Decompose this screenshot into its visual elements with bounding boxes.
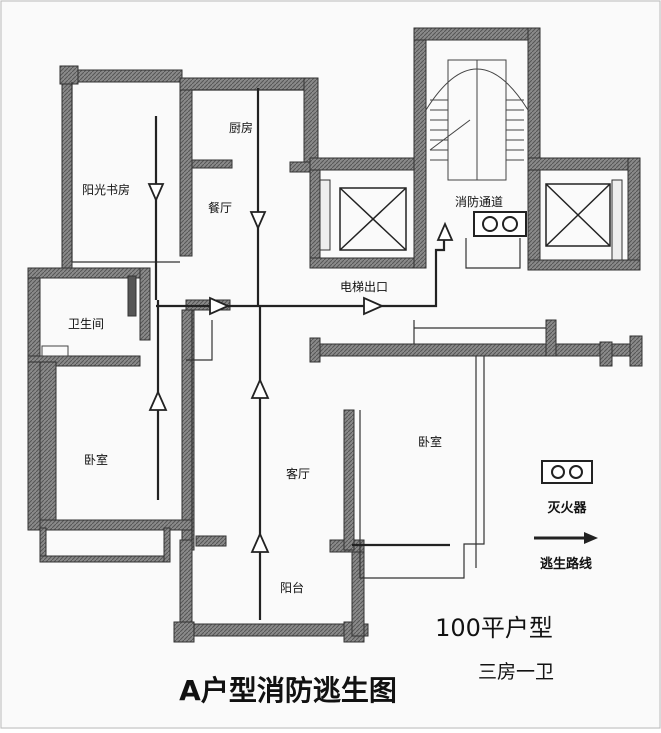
walls xyxy=(27,27,643,643)
wall xyxy=(195,535,227,547)
outline xyxy=(186,320,213,361)
room-label-bedroom-left: 卧室 xyxy=(84,452,108,467)
wall xyxy=(179,623,369,637)
wall xyxy=(27,267,41,367)
wall xyxy=(527,259,641,271)
wall xyxy=(527,157,641,171)
room-label-fire-passage: 消防通道 xyxy=(455,194,503,209)
room-labels: 阳光书房 厨房 餐厅 消防通道 电梯出口 卫生间 卧室 卧室 客厅 阳台 xyxy=(68,120,503,595)
unit-layout-label: 三房一卫 xyxy=(478,661,554,683)
wall xyxy=(27,355,141,367)
wall xyxy=(309,157,419,171)
wall-column xyxy=(173,621,195,643)
wall xyxy=(139,267,151,341)
arrow-up xyxy=(148,389,168,411)
fire-extinguisher-icon xyxy=(473,211,527,237)
arrow-right xyxy=(209,296,231,316)
outline xyxy=(359,356,485,579)
wall xyxy=(309,337,321,363)
wall xyxy=(61,69,183,83)
escape-arrows xyxy=(147,183,454,553)
wall xyxy=(413,27,427,269)
basin-icon xyxy=(41,345,69,357)
room-label-sunroom: 阳光书房 xyxy=(82,182,130,197)
wall xyxy=(179,77,319,91)
wall xyxy=(545,319,557,357)
wall xyxy=(179,77,193,257)
room-outlines xyxy=(71,82,546,579)
legend-escape-label: 逃生路线 xyxy=(540,556,592,572)
room-label-kitchen: 厨房 xyxy=(229,120,253,135)
wall xyxy=(627,157,641,271)
arrow-down xyxy=(249,211,267,231)
room-label-bedroom-right: 卧室 xyxy=(418,434,442,449)
wall xyxy=(351,551,365,637)
room-label-bathroom: 卫生间 xyxy=(68,317,104,331)
legend-extinguisher-icon xyxy=(541,460,593,484)
wall xyxy=(27,361,41,531)
outline xyxy=(71,82,180,263)
room-label-balcony: 阳台 xyxy=(280,580,304,595)
wall xyxy=(309,343,641,357)
staircase xyxy=(425,59,529,181)
wall-column xyxy=(59,65,79,85)
room-label-living: 客厅 xyxy=(286,466,310,481)
route-line xyxy=(380,238,446,308)
wall xyxy=(39,555,171,563)
arrow-up xyxy=(250,531,270,553)
arrow-up xyxy=(250,377,270,399)
unit-area-label: 100平户型 xyxy=(435,614,553,642)
elevator-shaft-left xyxy=(339,187,407,251)
wall xyxy=(629,335,643,367)
wall xyxy=(309,257,423,269)
wall xyxy=(343,409,355,551)
elevator-shaft-right xyxy=(545,183,611,247)
wall xyxy=(599,341,613,367)
wall xyxy=(527,27,541,269)
wall xyxy=(39,361,57,523)
wall-fixture xyxy=(127,275,137,317)
elevator-right xyxy=(545,183,611,247)
room-label-dining: 餐厅 xyxy=(208,200,232,215)
elevator-door xyxy=(319,179,331,251)
arrow-up xyxy=(436,221,454,241)
legend: 灭火器 逃生路线 xyxy=(534,460,598,572)
arrow-right xyxy=(363,296,385,316)
wall xyxy=(163,527,171,563)
room-label-elevator-exit: 电梯出口 xyxy=(340,280,388,294)
bathroom-fixtures xyxy=(41,345,69,357)
outline xyxy=(465,238,521,269)
arrow-down xyxy=(147,183,165,203)
elevator-left xyxy=(339,187,407,251)
legend-arrow-icon xyxy=(584,532,598,544)
wall xyxy=(413,27,541,41)
wall xyxy=(191,159,233,169)
legend-extinguisher-label: 灭火器 xyxy=(546,501,587,516)
diagram-title: A户型消防逃生图 xyxy=(179,674,397,707)
wall xyxy=(61,69,73,271)
wall xyxy=(309,157,321,269)
wall xyxy=(303,77,319,171)
elevator-door xyxy=(611,179,623,261)
